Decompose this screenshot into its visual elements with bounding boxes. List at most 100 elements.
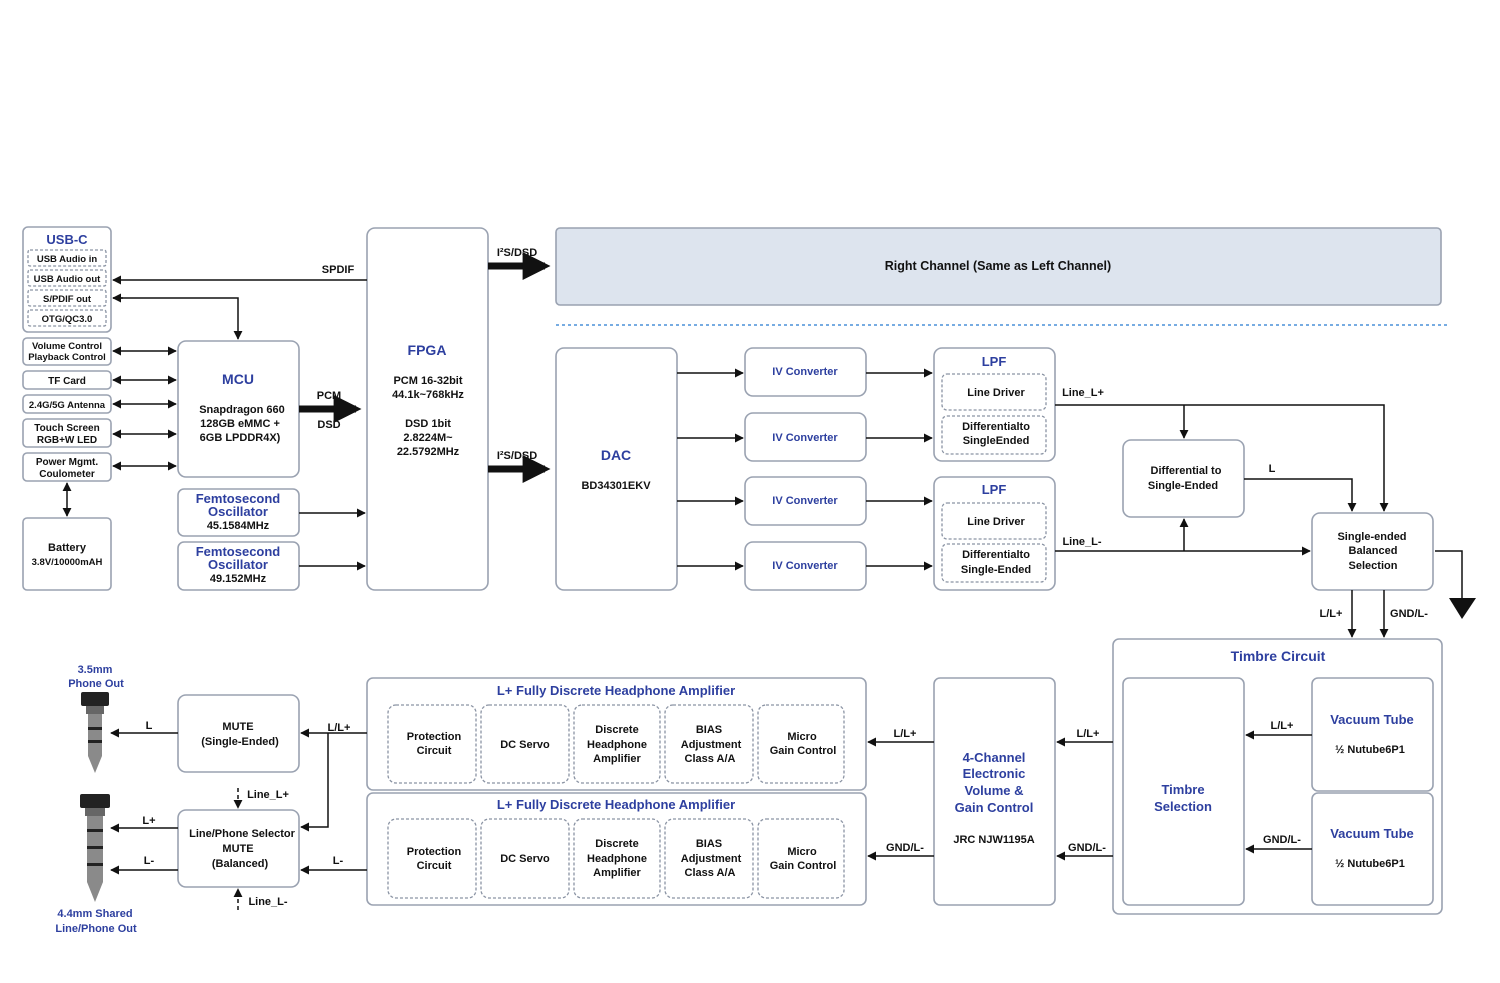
volume-title-4: Gain Control	[955, 800, 1034, 815]
iv-converter-3-label: IV Converter	[772, 495, 838, 507]
se-balanced-selection-block: Single-ended Balanced Selection	[1311, 512, 1434, 591]
vacuum-tube-1-title: Vacuum Tube	[1330, 712, 1414, 727]
selector-2: MUTE	[222, 843, 253, 855]
timbre-circuit-block: Timbre Circuit Timbre Selection Vacuum T…	[1112, 638, 1443, 915]
timbre-selection-1: Timbre	[1161, 782, 1204, 797]
timbre-selection-2: Selection	[1154, 799, 1212, 814]
osc2-title-2: Oscillator	[208, 557, 268, 572]
jack-35-label-1: 3.5mm	[78, 664, 113, 676]
jack-44-label-2: Line/Phone Out	[55, 923, 137, 935]
volume-control-label: Volume Control	[32, 341, 102, 352]
lpf-2-title: LPF	[982, 482, 1007, 497]
line-lp-label: Line_L+	[1062, 387, 1104, 399]
amp-1-discrete-3: Amplifier	[593, 753, 641, 765]
jack-44-label-1: 4.4mm Shared	[57, 908, 132, 920]
se-bal-1: Single-ended	[1337, 531, 1406, 543]
dsd-signal-label: DSD	[317, 419, 340, 431]
amp-1-bias-2: Adjustment	[681, 739, 742, 751]
selector-3: (Balanced)	[212, 858, 269, 870]
diff-to-se-block: Differential to Single-Ended	[1122, 439, 1245, 518]
diff-to-se-1: Differential to	[1151, 465, 1222, 477]
llp-amp-label: L/L+	[894, 728, 917, 740]
se-bal-3: Selection	[1349, 560, 1398, 572]
battery-label: Battery	[48, 542, 87, 554]
led-label: RGB+W LED	[37, 435, 97, 446]
gndl-down-label: GND/L-	[1390, 608, 1428, 620]
ground-icon	[1435, 550, 1476, 619]
jack-44mm-icon	[80, 794, 110, 902]
llp-tube-label: L/L+	[1271, 720, 1294, 732]
mute-se-1: MUTE	[222, 721, 253, 733]
amp-2-bias-3: Class A/A	[685, 867, 736, 879]
right-channel-label: Right Channel (Same as Left Channel)	[885, 259, 1111, 273]
amplifier-1-block: L+ Fully Discrete Headphone Amplifier Pr…	[366, 677, 867, 791]
spdif-signal-label: SPDIF	[322, 264, 355, 276]
tf-card-block: TF Card	[22, 370, 112, 390]
l-out-label: L	[146, 720, 153, 732]
mcu-chip: Snapdragon 660	[199, 404, 285, 416]
lpf-2-line-driver: Line Driver	[967, 516, 1025, 528]
amp-2-discrete-1: Discrete	[595, 838, 638, 850]
vacuum-tube-2-title: Vacuum Tube	[1330, 826, 1414, 841]
fpga-dsd-rate-2: 22.5792MHz	[397, 446, 460, 458]
touch-screen-label: Touch Screen	[34, 423, 99, 434]
usb-audio-out-label: USB Audio out	[34, 274, 101, 285]
amp-1-protection-2: Circuit	[417, 745, 452, 757]
antenna-block: 2.4G/5G Antenna	[22, 394, 112, 414]
lpf-1-title: LPF	[982, 354, 1007, 369]
gndl-tube-label: GND/L-	[1263, 834, 1301, 846]
i2s-mid-label: I²S/DSD	[497, 450, 537, 462]
mute-single-ended-block: MUTE (Single-Ended)	[177, 694, 300, 773]
lpf-1-block: LPF Line Driver Differentialto SingleEnd…	[933, 347, 1056, 462]
oscillator-2-block: Femtosecond Oscillator 49.152MHz	[177, 541, 300, 591]
lp-out-label: L+	[142, 815, 155, 827]
amp-2-discrete-2: Headphone	[587, 853, 647, 865]
llp-down-label: L/L+	[1320, 608, 1343, 620]
lpf-1-line-driver: Line Driver	[967, 387, 1025, 399]
iv-converter-2-label: IV Converter	[772, 432, 838, 444]
volume-title-2: Electronic	[963, 766, 1026, 781]
antenna-label: 2.4G/5G Antenna	[29, 400, 106, 411]
power-mgmt-block: Power Mgmt. Coulometer	[22, 452, 112, 482]
mcu-title: MCU	[222, 371, 254, 387]
iv-converter-1: IV Converter	[744, 347, 867, 397]
llp-vol-label: L/L+	[1077, 728, 1100, 740]
amp-1-protection-1: Protection	[407, 731, 462, 743]
amp-2-protection-1: Protection	[407, 846, 462, 858]
iv-converter-2: IV Converter	[744, 412, 867, 462]
power-mgmt-label: Power Mgmt.	[36, 457, 98, 468]
volume-chip: JRC NJW1195A	[953, 834, 1034, 846]
amp-2-bias-2: Adjustment	[681, 853, 742, 865]
amp-2-title: L+ Fully Discrete Headphone Amplifier	[497, 797, 735, 812]
timbre-circuit-title: Timbre Circuit	[1231, 648, 1326, 664]
oscillator-1-block: Femtosecond Oscillator 45.1584MHz	[177, 488, 300, 537]
amp-2-dc-servo: DC Servo	[500, 853, 550, 865]
amp-1-bias-1: BIAS	[696, 724, 722, 736]
osc1-title-2: Oscillator	[208, 504, 268, 519]
mcu-block: MCU Snapdragon 660 128GB eMMC + 6GB LPDD…	[177, 340, 300, 478]
pcm-signal-label: PCM	[317, 390, 341, 402]
amp-1-bias-3: Class A/A	[685, 753, 736, 765]
i2s-top-label: I²S/DSD	[497, 247, 537, 259]
osc1-freq: 45.1584MHz	[207, 520, 270, 532]
osc1-title-1: Femtosecond	[196, 491, 281, 506]
line-phone-selector-block: Line/Phone Selector MUTE (Balanced)	[177, 809, 300, 888]
right-channel-block: Right Channel (Same as Left Channel)	[555, 227, 1442, 306]
dac-block: DAC BD34301EKV	[555, 347, 678, 591]
tf-card-label: TF Card	[48, 376, 86, 387]
volume-control-block: 4-Channel Electronic Volume & Gain Contr…	[933, 677, 1056, 906]
dac-title: DAC	[601, 447, 631, 463]
amp-2-micro-1: Micro	[787, 846, 817, 858]
mcu-memory: 6GB LPDDR4X)	[200, 432, 281, 444]
vacuum-tube-2-model: ½ Nutube6P1	[1335, 858, 1405, 870]
amp-1-micro-1: Micro	[787, 731, 817, 743]
selector-1: Line/Phone Selector	[189, 828, 295, 840]
lpf-1-diff-1: Differentialto	[962, 421, 1030, 433]
fpga-dsd-rate-1: 2.8224M~	[403, 432, 453, 444]
usb-audio-in-label: USB Audio in	[37, 254, 98, 265]
fpga-pcm-rate: 44.1k~768kHz	[392, 389, 464, 401]
dac-chip: BD34301EKV	[581, 480, 651, 492]
lpf-2-diff-1: Differentialto	[962, 549, 1030, 561]
jack-35-label-2: Phone Out	[68, 678, 124, 690]
